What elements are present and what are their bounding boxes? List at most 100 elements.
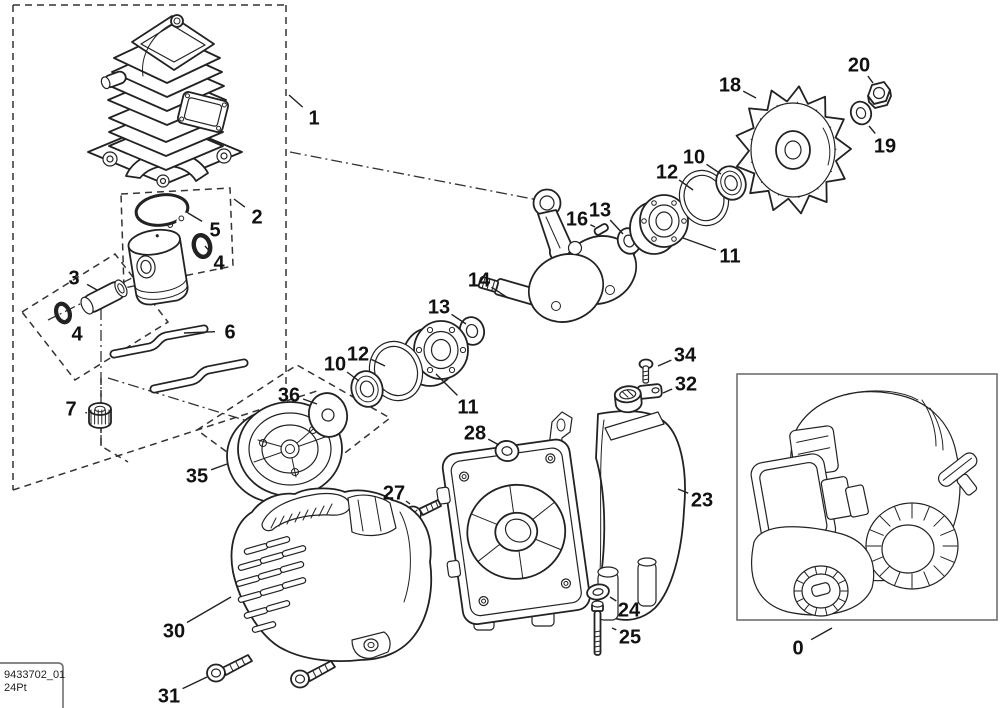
flywheel-part bbox=[784, 140, 802, 160]
fuel-cap-knurl-part bbox=[838, 598, 846, 603]
exhaust-flange-part bbox=[216, 125, 222, 131]
cylinder-assembly-part bbox=[159, 177, 167, 185]
exhaust-flange-part bbox=[179, 116, 185, 122]
o-ring-4-upper-part bbox=[191, 232, 213, 260]
callout-25: 25 bbox=[619, 627, 641, 649]
callout-24: 24 bbox=[618, 600, 641, 622]
engine-muffler-part bbox=[797, 447, 831, 455]
cylinder-assembly bbox=[87, 14, 243, 188]
starter-cover-part bbox=[399, 511, 411, 603]
bearing-stack-right bbox=[616, 165, 747, 255]
leader-line-18 bbox=[742, 90, 757, 99]
crankshaft-left-shaft-part bbox=[486, 278, 491, 291]
callout-5: 5 bbox=[209, 220, 220, 242]
clutch-assembly-part bbox=[280, 439, 300, 459]
exhaust-flange-part bbox=[221, 102, 227, 108]
leader-line-19 bbox=[868, 125, 876, 134]
nut-20 bbox=[867, 81, 892, 109]
spark-plug-boss bbox=[170, 14, 184, 28]
leader-line-0 bbox=[810, 627, 833, 641]
clutch-assembly-part bbox=[285, 444, 295, 454]
engine-starter-grip-part bbox=[956, 473, 978, 496]
clamp-32-part bbox=[626, 389, 634, 397]
leader-line-20 bbox=[867, 75, 874, 84]
starter-vent-slots-part bbox=[265, 536, 291, 548]
leader-line-12 bbox=[678, 179, 694, 191]
fan-housing-plate-part bbox=[446, 559, 462, 578]
fan-housing-plate-part bbox=[547, 455, 553, 461]
bearing-11-right-part bbox=[681, 218, 687, 224]
starter-handle-ribs-part bbox=[270, 517, 277, 529]
starter-vent-slots bbox=[235, 536, 307, 633]
leader-line-7 bbox=[85, 411, 88, 414]
starter-screws-31-part bbox=[235, 661, 240, 669]
flywheel bbox=[735, 85, 852, 215]
crankshaft-part bbox=[551, 301, 561, 311]
engine-recoil-fins-part bbox=[869, 556, 884, 563]
woodruff-key-16-part bbox=[593, 223, 609, 236]
screw-34-part bbox=[642, 378, 649, 381]
leader-line-11 bbox=[435, 373, 458, 396]
fan-housing-plate-part bbox=[458, 471, 470, 482]
assembly-box-piston-pin bbox=[20, 253, 170, 381]
leader-line-24 bbox=[609, 596, 617, 602]
starter-vent-slots-part bbox=[281, 545, 307, 557]
starter-vent-slots-part bbox=[265, 600, 291, 612]
leader-line-36 bbox=[302, 398, 318, 405]
fuel-cap-knurl-part bbox=[796, 579, 804, 584]
crankshaft-left-shaft-part bbox=[481, 277, 486, 289]
bearing-11-left-part bbox=[426, 366, 434, 374]
screw-27-part bbox=[425, 505, 429, 512]
leader-line-30 bbox=[186, 596, 232, 624]
engine-fuel-tank-part bbox=[811, 582, 831, 597]
engine-recoil-fins-part bbox=[940, 556, 955, 563]
piston-part bbox=[134, 277, 187, 293]
drawing-revision: 24Pt bbox=[4, 682, 27, 694]
engine-muffler-part bbox=[796, 435, 829, 443]
clamp-32-part bbox=[621, 391, 629, 398]
callout-34: 34 bbox=[674, 345, 697, 367]
engine-recoil-fins-part bbox=[894, 571, 901, 586]
engine-carburetor-part bbox=[845, 484, 869, 518]
intake-stub-part bbox=[100, 76, 111, 90]
seal-10-left-part bbox=[355, 375, 379, 403]
washer-28-part bbox=[501, 446, 513, 456]
fan-housing-plate-part bbox=[477, 543, 501, 562]
crankcase-legs-part bbox=[637, 557, 657, 567]
engine-assembly-part bbox=[929, 407, 944, 451]
callout-19: 19 bbox=[874, 136, 896, 158]
circlip-part bbox=[167, 222, 174, 228]
circlip-part bbox=[178, 215, 185, 222]
leader-line-1 bbox=[288, 94, 304, 108]
leader-line-23 bbox=[677, 488, 689, 494]
piston-pin-part bbox=[117, 283, 125, 294]
bearing-11-left-part bbox=[459, 346, 467, 354]
bolt-25-part bbox=[594, 630, 601, 633]
engine-recoil-fins-part bbox=[923, 506, 930, 521]
info-box: 9433702_01 24Pt bbox=[0, 662, 65, 708]
clutch-washer-36-part bbox=[321, 408, 335, 422]
callout-11: 11 bbox=[719, 246, 740, 268]
starter-screws-31 bbox=[206, 654, 336, 689]
gasket-links-part bbox=[151, 360, 247, 392]
o-ring-4-lower bbox=[53, 301, 73, 325]
crankshaft-part bbox=[539, 195, 555, 211]
engine-assembly-part bbox=[844, 390, 919, 401]
bolt-25-part bbox=[593, 610, 602, 656]
washer-24-part bbox=[592, 588, 604, 596]
callout-27: 27 bbox=[383, 483, 405, 505]
leader-line-28 bbox=[487, 438, 500, 446]
crankcase bbox=[436, 410, 686, 631]
exhaust-flange-part bbox=[184, 93, 190, 99]
screw-34-part bbox=[642, 374, 649, 377]
engine-assembly-part bbox=[921, 399, 937, 447]
screw-27-part bbox=[418, 499, 442, 516]
clutch-washer-36 bbox=[307, 392, 349, 438]
intake-stub bbox=[100, 70, 127, 90]
engine-recoil-fins-part bbox=[933, 565, 945, 577]
engine-assembly bbox=[750, 390, 978, 617]
engine-recoil-fins-part bbox=[879, 565, 891, 577]
screw-27-part bbox=[435, 501, 439, 508]
screw-34 bbox=[638, 358, 654, 384]
cylinder-assembly-part bbox=[220, 152, 228, 160]
